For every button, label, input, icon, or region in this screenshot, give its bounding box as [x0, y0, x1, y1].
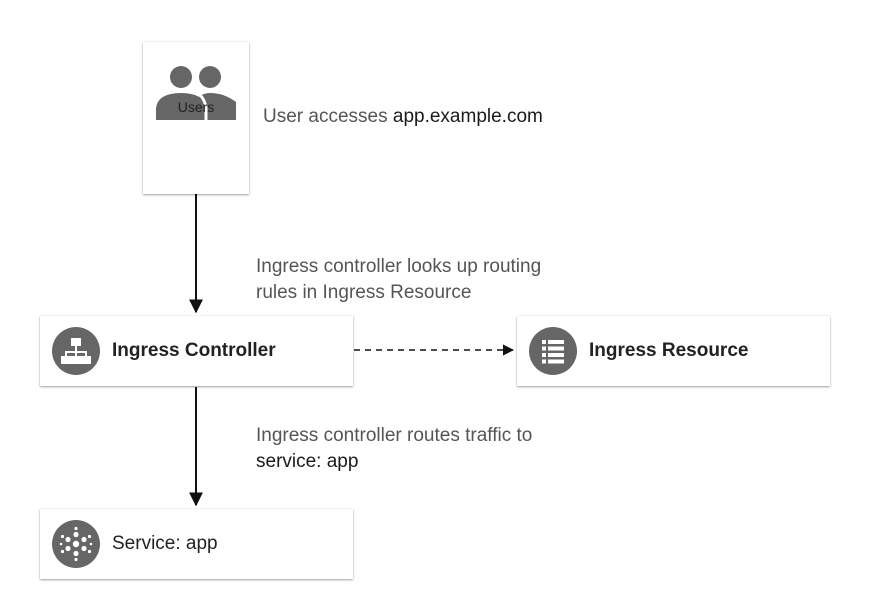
ingress-resource-node: Ingress Resource [517, 316, 830, 386]
ingress-controller-label: Ingress Controller [112, 340, 276, 361]
annotation-routes-line1: Ingress controller routes traffic to [256, 425, 533, 446]
service-node: Service: app [40, 509, 353, 579]
ingress-resource-label: Ingress Resource [589, 340, 749, 361]
service-label: Service: app [112, 533, 218, 554]
users-node: Users [143, 42, 249, 194]
annotation-user-access-host: app.example.com [392, 106, 543, 127]
users-label: Users [177, 99, 215, 115]
annotation-lookup-line1: Ingress controller looks up routing [256, 256, 542, 277]
annotation-user-access: User accesses app.example.com [263, 104, 543, 130]
ingress-controller-node: Ingress Controller [40, 316, 353, 386]
annotation-lookup-line2: rules in Ingress Resource [256, 282, 472, 303]
annotation-user-access-text: User accesses [263, 106, 393, 127]
users-icon [156, 66, 236, 120]
annotation-routes-service: service: app [256, 451, 359, 472]
sitemap-icon [52, 327, 100, 375]
annotation-lookup: Ingress controller looks up routing rule… [256, 254, 541, 306]
list-icon [529, 327, 577, 375]
dots-circle-icon [52, 520, 100, 568]
annotation-routes: Ingress controller routes traffic to ser… [256, 423, 532, 475]
